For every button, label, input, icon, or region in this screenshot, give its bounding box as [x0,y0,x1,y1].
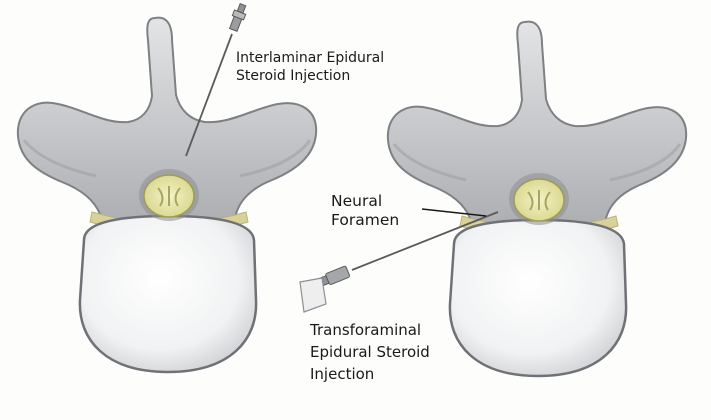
transforaminal-label-line1: Transforaminal [310,320,430,342]
neural-foramen-label-line1: Neural [331,192,399,211]
interlaminar-label: Interlaminar Epidural Steroid Injection [236,50,384,85]
neural-foramen-label: Neural Foramen [331,192,399,231]
interlaminar-label-line1: Interlaminar Epidural [236,50,384,68]
transforaminal-label-line3: Injection [310,364,430,386]
transforaminal-label: Transforaminal Epidural Steroid Injectio… [310,320,430,385]
transforaminal-label-line2: Epidural Steroid [310,342,430,364]
interlaminar-label-line2: Steroid Injection [236,68,384,86]
neural-foramen-label-line2: Foramen [331,211,399,230]
right-vertebra [388,22,686,376]
